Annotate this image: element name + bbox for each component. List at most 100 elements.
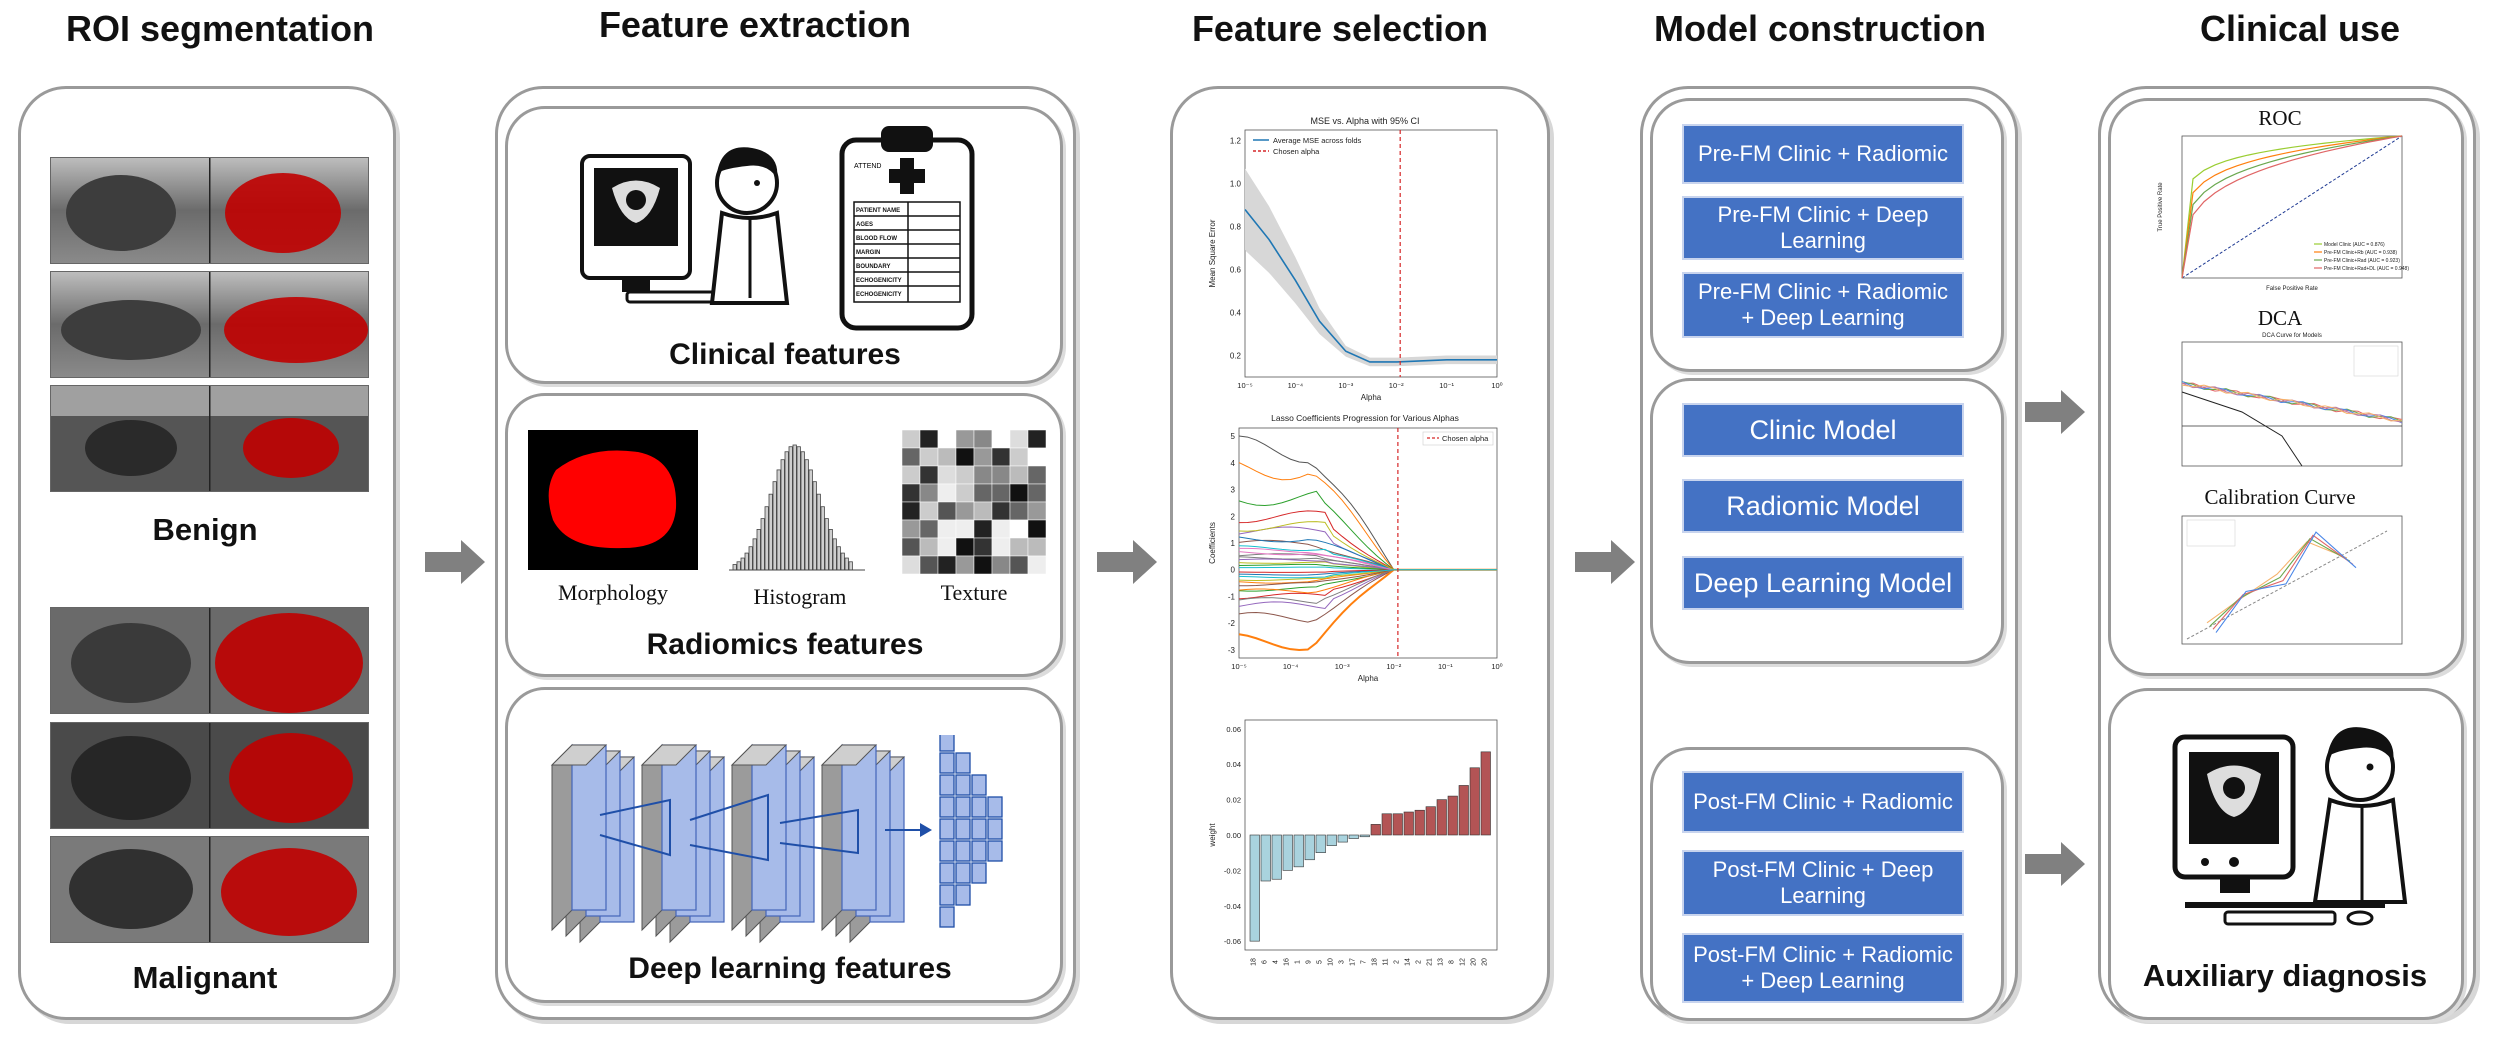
fc-neuron <box>939 818 955 840</box>
mse-line <box>1244 208 1497 363</box>
texture-cell <box>902 447 921 467</box>
coefficient-path <box>1238 569 1497 579</box>
texture-cell <box>1027 447 1046 467</box>
texture-cell <box>955 501 975 521</box>
fc-neuron <box>939 862 955 884</box>
texture-cell <box>1027 555 1046 574</box>
fc-neuron <box>955 774 971 796</box>
y-axis-label: Mean Square Error <box>1208 219 1217 287</box>
texture-cell <box>902 501 921 521</box>
weight-bar <box>1392 813 1403 836</box>
histogram-bar <box>740 557 745 571</box>
roc-curve <box>2181 135 2403 279</box>
fc-neuron <box>939 735 955 752</box>
legend-box <box>2186 519 2236 547</box>
fc-neuron <box>971 774 987 796</box>
y-tick-label: 0.06 <box>1226 725 1241 734</box>
chart-title: Lasso Coefficients Progression for Vario… <box>1271 413 1459 423</box>
y-tick-label: 4 <box>1231 459 1236 468</box>
conv-block <box>820 743 906 944</box>
texture-cell <box>937 483 957 503</box>
y-tick-label: -0.06 <box>1224 937 1241 946</box>
weight-bar <box>1282 834 1293 871</box>
weight-bar <box>1304 834 1315 861</box>
legend-label: Model Clinic (AUC = 0.876) <box>2324 242 2385 248</box>
fc-neuron <box>939 906 955 928</box>
texture-label: Texture <box>940 580 1008 605</box>
texture-cell <box>991 465 1011 485</box>
texture-cell <box>1009 465 1029 485</box>
texture-cell <box>991 537 1011 557</box>
weight-bar <box>1480 751 1491 836</box>
histogram-bar <box>752 538 757 571</box>
histogram-bar <box>836 546 841 571</box>
y-tick-label: -3 <box>1228 646 1236 655</box>
fc-neuron <box>971 840 987 862</box>
form-row: ECHOGENICITY <box>856 292 902 298</box>
fc-neuron <box>955 884 971 906</box>
weight-bar <box>1293 834 1304 868</box>
calibration-curve <box>2209 537 2351 627</box>
y-tick-label: 0.4 <box>1230 309 1242 318</box>
doctor-at-monitor-icon <box>580 147 790 305</box>
x-tick-label: 10 <box>1328 958 1335 966</box>
texture-cell <box>991 519 1011 539</box>
histogram-bar <box>848 561 853 571</box>
texture-cell <box>937 519 957 539</box>
texture-cell <box>955 555 975 574</box>
x-tick-label: 9 <box>1306 960 1313 964</box>
ultrasound-image <box>50 271 369 378</box>
texture-cell <box>919 447 939 467</box>
calibration-curve <box>2206 541 2348 624</box>
histogram-bar <box>792 444 797 571</box>
x-tick-label: 17 <box>1350 958 1357 966</box>
x-tick-label: 10⁻² <box>1386 662 1401 671</box>
texture-cell <box>1009 519 1029 539</box>
form-row: PATIENT NAME <box>856 208 900 214</box>
x-tick-label: 3 <box>1339 960 1346 964</box>
texture-cell <box>937 555 957 574</box>
x-tick-label: 4 <box>1273 960 1280 964</box>
texture-cell <box>937 501 957 521</box>
ultrasound-image <box>50 722 369 829</box>
x-tick-label: 18 <box>1251 958 1258 966</box>
histogram-bar <box>828 529 833 571</box>
legend-label: Pre-FM Clinic+Rad (AUC = 0.923) <box>2324 258 2400 264</box>
ultrasound-image <box>50 607 369 714</box>
legend-label: Pre-FM Clinic+Rad+DL (AUC = 0.948) <box>2324 266 2409 272</box>
texture-cell <box>937 537 957 557</box>
fc-neuron <box>955 796 971 818</box>
fc-neuron <box>939 840 955 862</box>
y-tick-label: 3 <box>1231 486 1236 495</box>
texture-cell <box>955 447 975 467</box>
clinic-model-box: Clinic Model <box>1682 403 1964 457</box>
fc-neuron <box>971 818 987 840</box>
x-axis-label: Alpha <box>1361 393 1382 402</box>
stage-title-clinical: Clinical use <box>2199 8 2401 49</box>
x-tick-label: 10⁻¹ <box>1439 381 1454 390</box>
calibration-curve-chart <box>2152 508 2412 656</box>
x-tick-label: 20 <box>1471 958 1478 966</box>
medical-form-icon: ATTEND PATIENT NAME AGES BLOOD FLOW MARG… <box>839 126 975 331</box>
histogram-bar <box>820 506 825 571</box>
x-tick-label: 14 <box>1405 958 1412 966</box>
y-tick-label: 0.04 <box>1226 760 1241 769</box>
histogram-bar <box>824 518 829 571</box>
y-tick-label: 2 <box>1231 512 1236 521</box>
x-tick-label: 13 <box>1438 958 1445 966</box>
texture-cell <box>973 447 993 467</box>
fc-neuron <box>939 884 955 906</box>
form-row: BOUNDARY <box>856 264 890 270</box>
cnn-architecture-diagram <box>550 735 1003 944</box>
y-tick-label: -1 <box>1228 592 1236 601</box>
deep-learning-features-label: Deep learning features <box>628 952 952 985</box>
y-tick-label: 0.6 <box>1230 266 1242 275</box>
texture-cell <box>919 483 939 503</box>
histogram-bar <box>748 546 753 571</box>
dca-title: DCA <box>2257 306 2303 330</box>
pre-fm-clinic-radiomic-deep-box: Pre-FM Clinic + Radiomic + Deep Learning <box>1682 272 1964 338</box>
legend-box <box>1422 431 1494 446</box>
histogram-bar <box>780 459 785 571</box>
dca-curve <box>2181 384 2403 422</box>
form-row: BLOOD FLOW <box>856 236 897 242</box>
